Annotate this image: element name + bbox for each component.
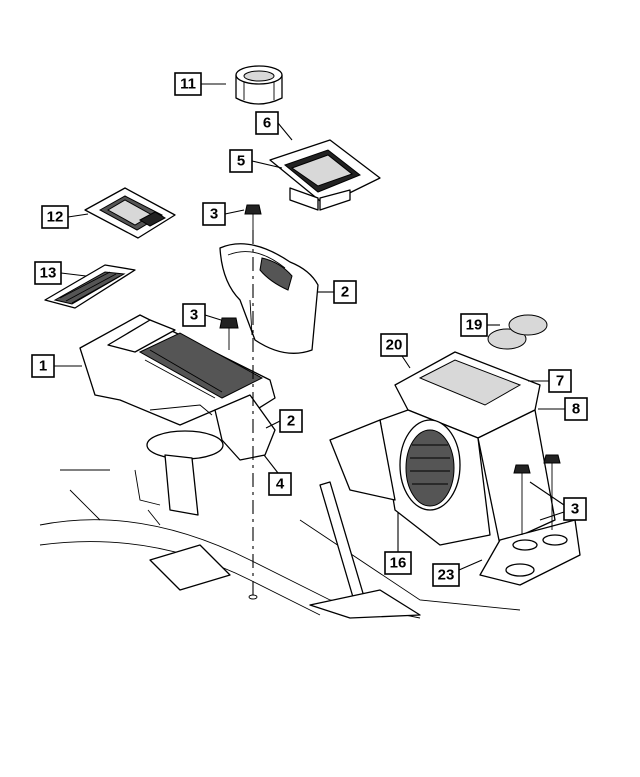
cup-holder-sleeve	[219, 243, 319, 354]
callout-4: 4	[276, 476, 285, 493]
switch-bezel	[269, 139, 381, 211]
callout-16: 16	[390, 555, 407, 572]
cup-holder-cover	[487, 314, 548, 350]
bolt-middle	[219, 317, 239, 350]
console-body	[79, 314, 276, 591]
callout-3-middle: 3	[190, 307, 198, 324]
callout-11: 11	[180, 76, 196, 93]
callout-8: 8	[572, 401, 580, 418]
callouts: 11 6 5 12 3 13 2 3 1 19	[31, 72, 588, 587]
callout-1: 1	[39, 358, 47, 375]
callout-6: 6	[263, 115, 271, 132]
floor-pan	[39, 469, 521, 619]
callout-13: 13	[40, 265, 57, 282]
cup-holder-insert	[235, 65, 283, 105]
bolt-upper	[244, 204, 262, 230]
callout-3-upper: 3	[210, 206, 218, 223]
callout-3-right: 3	[571, 501, 579, 518]
callout-20: 20	[386, 337, 403, 354]
callout-2-upper: 2	[341, 284, 349, 301]
callout-19: 19	[466, 317, 483, 334]
callout-12: 12	[47, 209, 64, 226]
callout-2-lower: 2	[287, 413, 295, 430]
storage-tray	[84, 187, 176, 239]
callout-7: 7	[556, 373, 564, 390]
vent-grille	[44, 264, 136, 309]
shift-lever	[309, 481, 421, 619]
callout-5: 5	[237, 153, 245, 170]
rear-console-assembly	[329, 351, 581, 586]
callout-23: 23	[438, 567, 455, 584]
